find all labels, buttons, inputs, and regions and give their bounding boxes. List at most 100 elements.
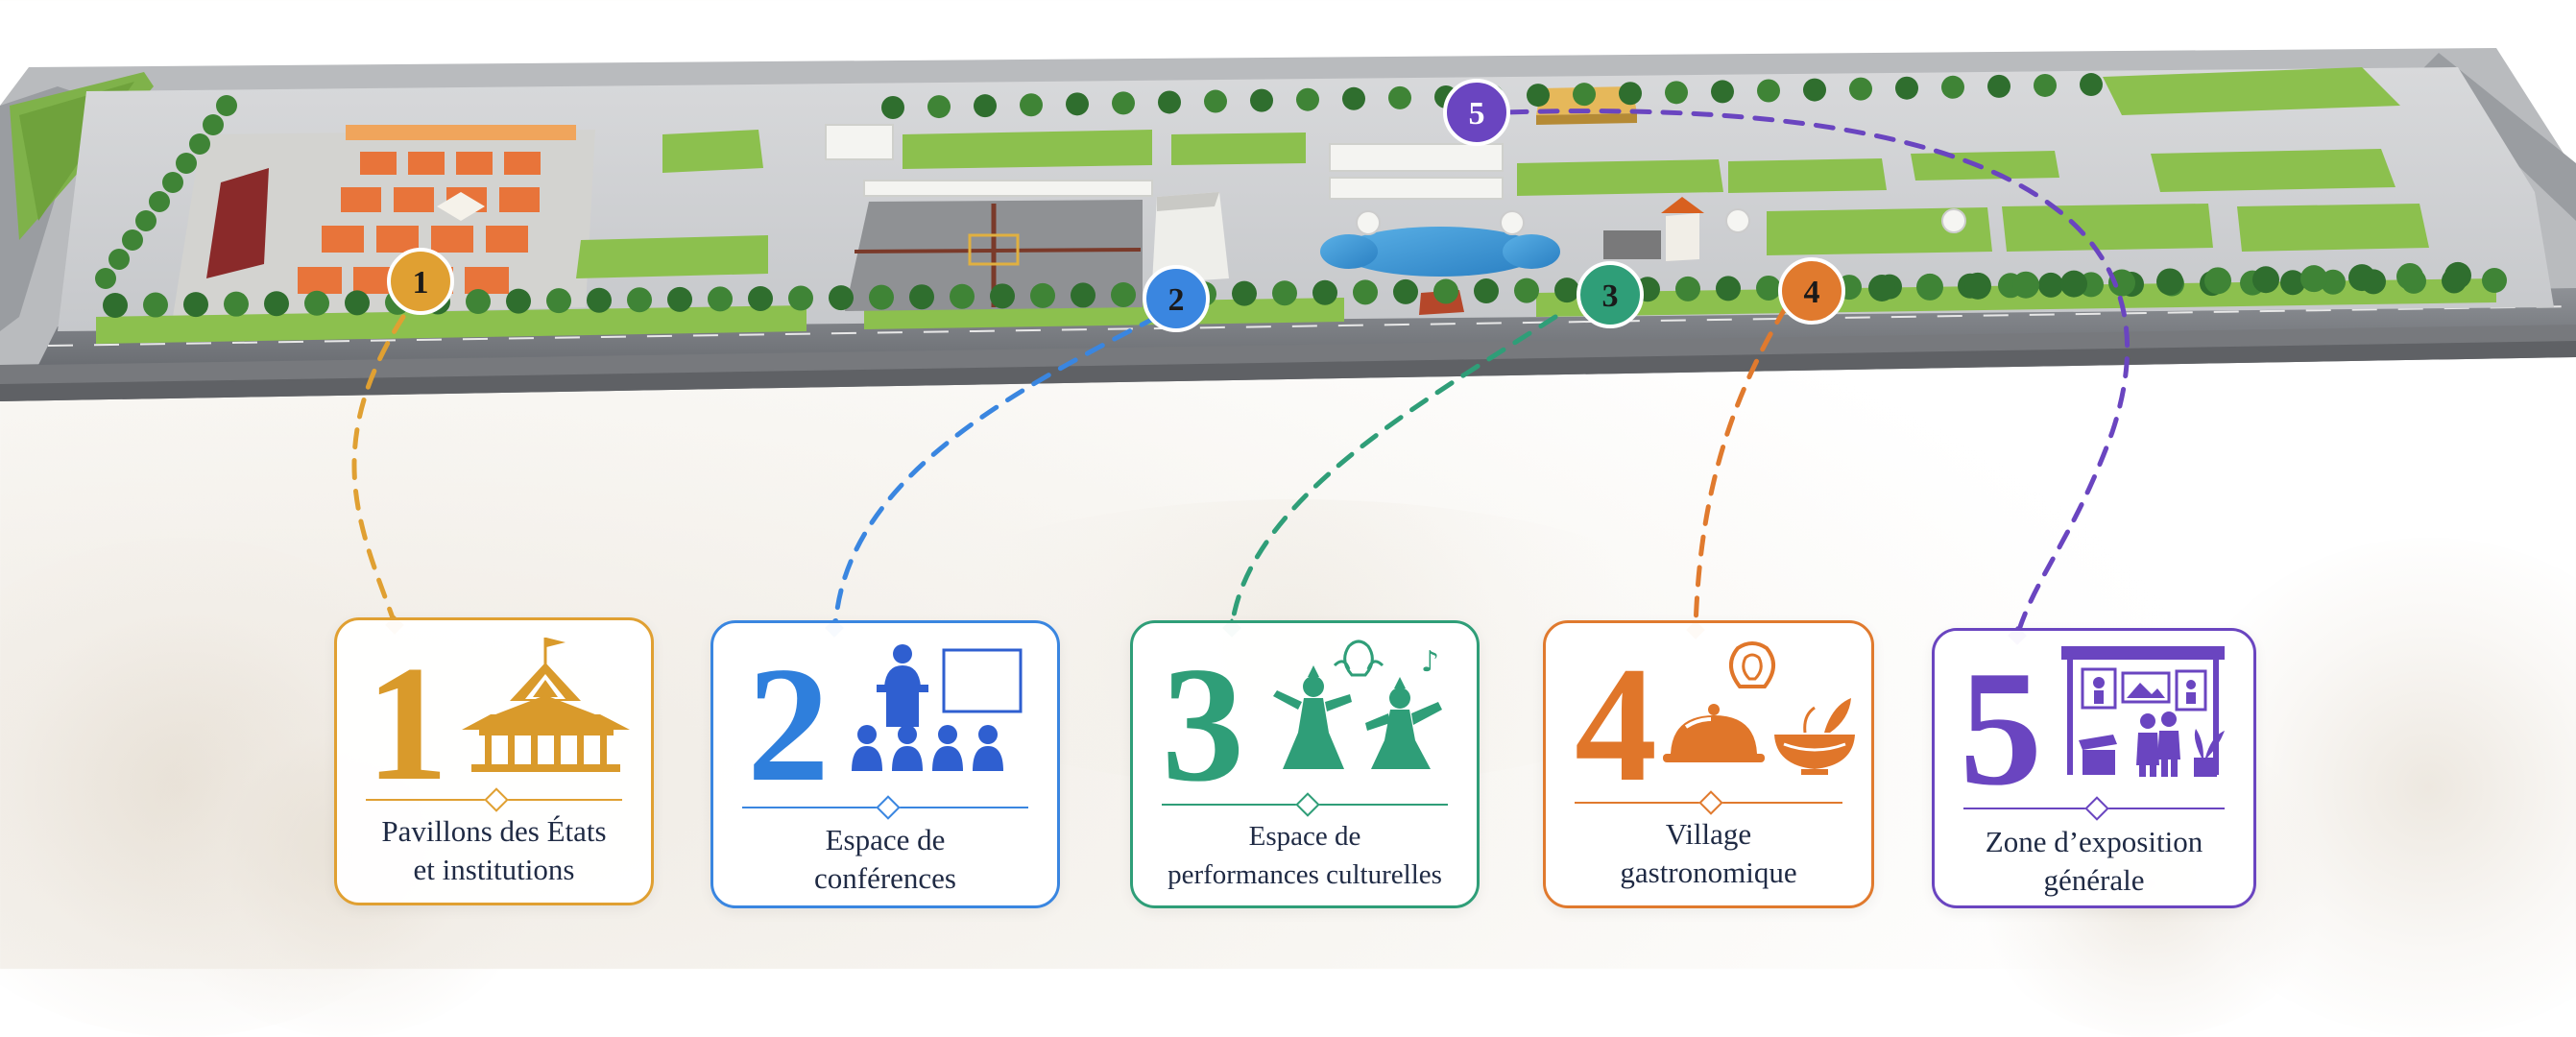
- tree: [1916, 273, 1943, 301]
- map-marker-3[interactable]: 3: [1577, 261, 1644, 328]
- tree: [2034, 73, 2057, 97]
- tree: [1071, 282, 1095, 308]
- zone-4-divider-ornament: [1698, 790, 1723, 815]
- tree: [1868, 275, 1895, 301]
- tree: [974, 94, 997, 118]
- map-marker-2-number: 2: [1168, 282, 1185, 318]
- tree: [216, 95, 237, 116]
- tree: [2252, 266, 2279, 294]
- zone-1-number: 1: [366, 633, 448, 815]
- zone-4-gastronomy-area: [1661, 197, 1966, 261]
- tree: [203, 114, 224, 135]
- zone-3-number: 3: [1162, 634, 1244, 816]
- zone-card-1[interactable]: 1 Pavillons des États et institutions: [334, 617, 654, 905]
- tree: [627, 287, 652, 313]
- zone-1-label-line-2: et institutions: [413, 853, 575, 886]
- tree: [1619, 82, 1642, 106]
- apsara-dancers-icon: ♪: [1273, 639, 1442, 769]
- tree: [345, 290, 370, 316]
- zone-1-divider-ornament: [484, 787, 509, 812]
- tree: [1665, 81, 1688, 105]
- map-markers: 1 2 3 4 5: [387, 79, 1845, 332]
- tree: [829, 285, 854, 311]
- tree: [1849, 77, 1872, 101]
- tree: [667, 286, 692, 312]
- tree: [162, 172, 183, 193]
- map-marker-1-number: 1: [413, 265, 429, 301]
- tree: [2204, 267, 2231, 295]
- tree: [1111, 281, 1136, 307]
- tree: [304, 290, 329, 316]
- tree: [1250, 88, 1273, 112]
- tree: [1941, 75, 1964, 99]
- zone-3-divider-ornament: [1295, 792, 1320, 817]
- map-marker-1[interactable]: 1: [387, 248, 454, 315]
- tree: [869, 284, 894, 310]
- map-marker-2[interactable]: 2: [1143, 265, 1210, 332]
- white-tents: [825, 124, 1504, 200]
- zone-4-number: 4: [1575, 634, 1657, 816]
- connector-line-5: [1476, 109, 2131, 639]
- tree: [143, 292, 168, 318]
- royal-pavilion-icon: [462, 638, 630, 772]
- tree: [1433, 278, 1458, 304]
- tree: [2080, 73, 2103, 97]
- zone-4-label-line-2: gastronomique: [1620, 856, 1797, 889]
- zone-card-4[interactable]: 4 Village gastronomique: [1543, 620, 1874, 908]
- map-marker-5[interactable]: 5: [1443, 79, 1510, 146]
- zone-3-label-line-2: performances culturelles: [1168, 859, 1442, 890]
- svg-text:♪: ♪: [1421, 645, 1439, 679]
- tree: [1204, 89, 1227, 113]
- tree: [708, 286, 733, 312]
- tree: [1066, 92, 1089, 116]
- map-marker-3-number: 3: [1602, 278, 1619, 314]
- zone-2-label: Espace de conférences: [723, 821, 1047, 898]
- zone-1-label: Pavillons des États et institutions: [347, 812, 641, 889]
- tree: [788, 285, 813, 311]
- zone-card-3[interactable]: 3 ♪ Espace de performances culturelles: [1130, 620, 1480, 908]
- connector-line-4: [1693, 304, 1789, 632]
- tree: [1756, 275, 1781, 301]
- tree: [176, 153, 197, 174]
- zone-3-label: Espace de performances culturelles: [1143, 817, 1467, 894]
- zone-2-label-line-1: Espace de: [825, 823, 946, 856]
- zone-3-label-line-1: Espace de: [1248, 821, 1361, 852]
- tree: [122, 229, 143, 251]
- tree: [1711, 80, 1734, 104]
- zone-4-label-line-1: Village: [1665, 817, 1752, 851]
- tree: [1527, 84, 1550, 108]
- tree: [189, 133, 210, 155]
- tree: [2012, 271, 2039, 299]
- tree: [1514, 277, 1539, 303]
- tree: [149, 191, 170, 212]
- tree: [95, 268, 116, 289]
- map-marker-4-number: 4: [1804, 275, 1820, 310]
- tree: [950, 283, 975, 309]
- site-map: 1 2 3 4 5: [0, 48, 2576, 645]
- tree: [2300, 265, 2327, 293]
- zone-2-label-line-2: conférences: [813, 861, 956, 895]
- tree: [2156, 268, 2183, 296]
- tree: [1020, 93, 1043, 117]
- zone-card-5[interactable]: 5 Zone d’expositi: [1932, 628, 2256, 908]
- tree: [1342, 86, 1365, 110]
- tree: [881, 96, 904, 119]
- tree: [2396, 262, 2423, 290]
- tree: [2348, 264, 2375, 292]
- zone-5-divider-ornament: [2084, 796, 2109, 821]
- map-marker-5-number: 5: [1469, 96, 1485, 132]
- tree: [1964, 272, 1991, 300]
- tree: [224, 291, 249, 317]
- tree: [2060, 270, 2087, 298]
- map-marker-4[interactable]: 4: [1778, 257, 1845, 325]
- tree: [1895, 76, 1918, 100]
- tree: [1554, 277, 1579, 303]
- tree: [909, 284, 934, 310]
- zone-1-label-line-1: Pavillons des États: [381, 814, 607, 848]
- tree: [506, 288, 531, 314]
- tree: [1675, 276, 1700, 301]
- tree: [1353, 279, 1378, 305]
- tree: [183, 292, 208, 318]
- zone-4-label: Village gastronomique: [1555, 815, 1862, 892]
- zone-card-2[interactable]: 2 Espace de conférences: [710, 620, 1060, 908]
